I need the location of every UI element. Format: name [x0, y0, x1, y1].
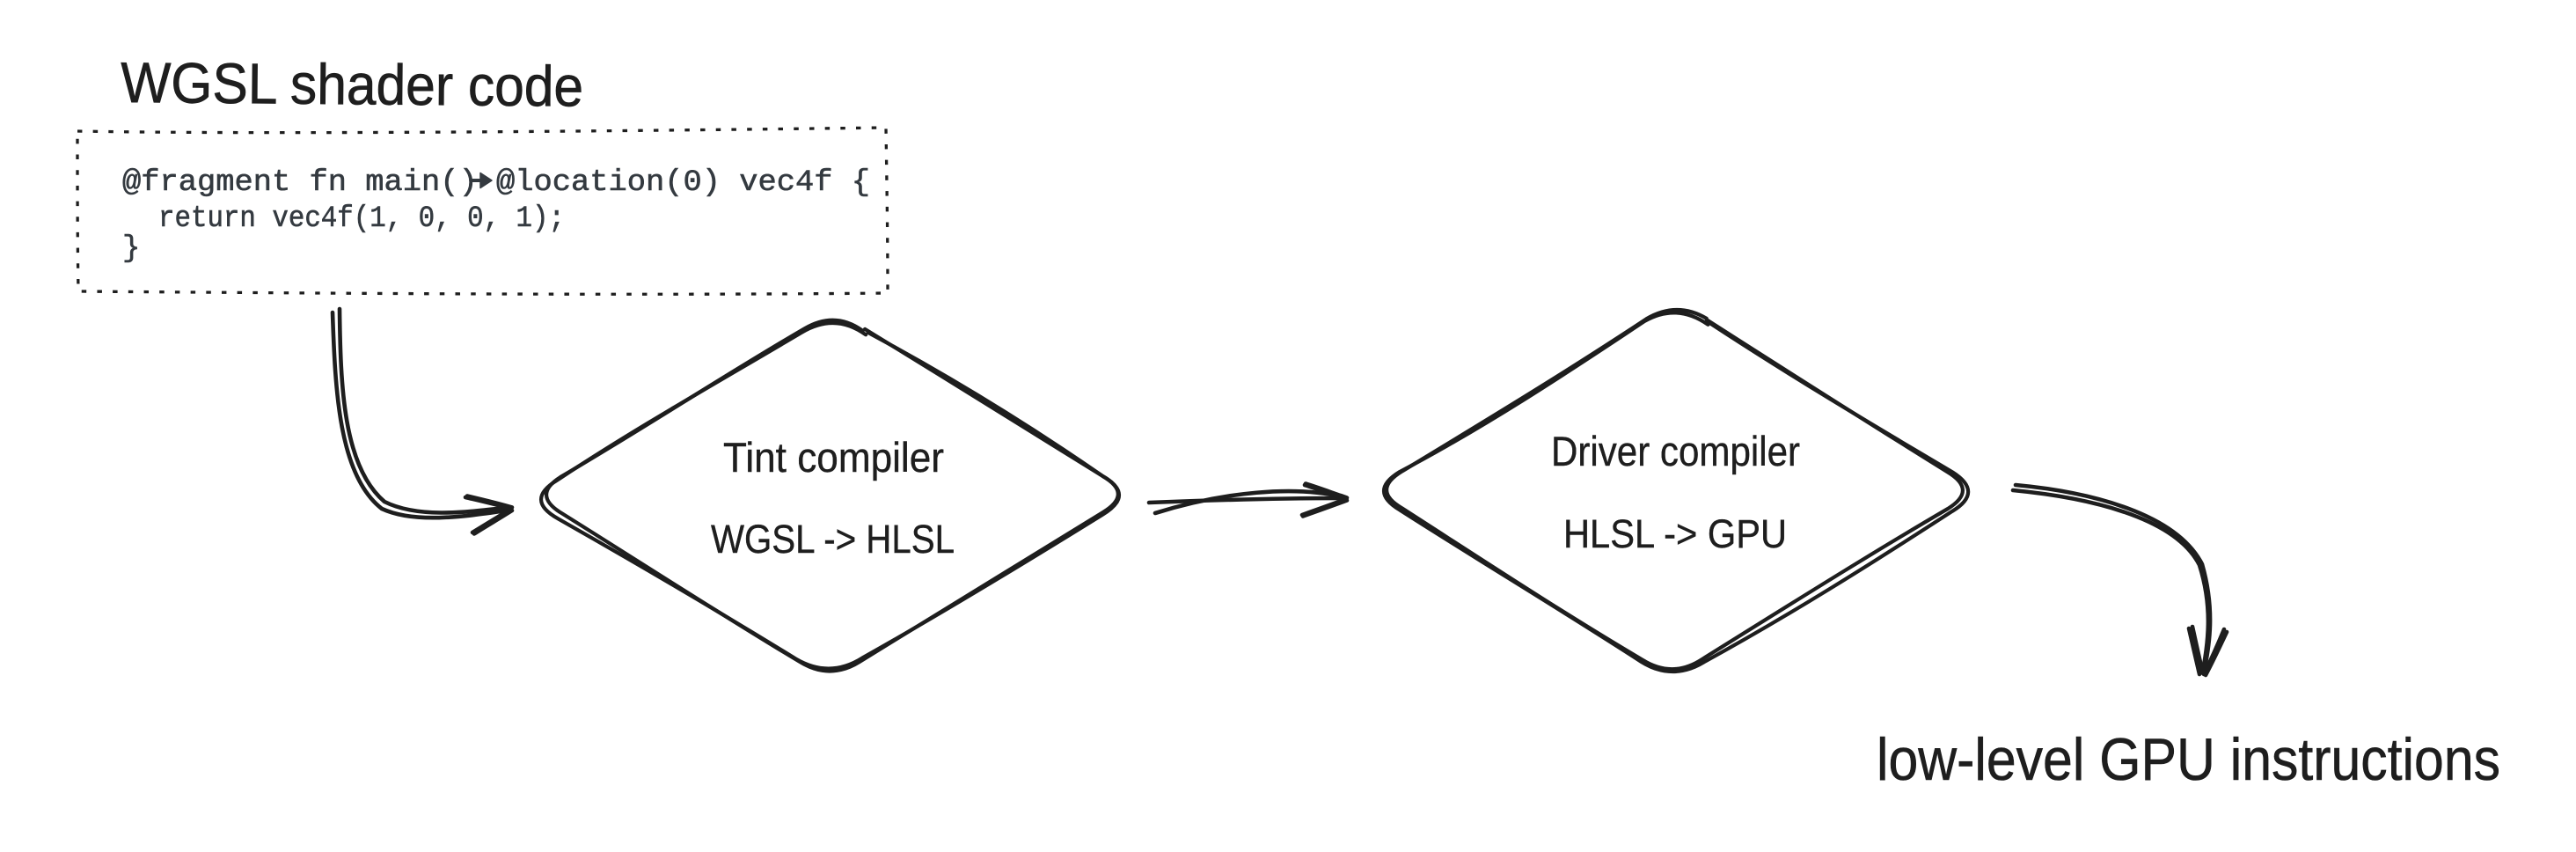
svg-text:}: }	[122, 232, 140, 266]
svg-text:WGSL -> HLSL: WGSL -> HLSL	[711, 517, 955, 562]
svg-text:@fragment fn main() @locatio: @fragment fn main() @location(0) vec4f {	[122, 166, 870, 200]
svg-text:Driver compiler: Driver compiler	[1551, 428, 1800, 474]
svg-text:HLSL -> GPU: HLSL -> GPU	[1563, 511, 1787, 556]
svg-text:WGSL shader code: WGSL shader code	[121, 50, 584, 119]
svg-text:low-level GPU instructions: low-level GPU instructions	[1877, 726, 2500, 793]
svg-text:Tint compiler: Tint compiler	[723, 434, 944, 481]
svg-text:return vec4f(1, 0, 0, 1);: return vec4f(1, 0, 0, 1);	[158, 202, 565, 236]
